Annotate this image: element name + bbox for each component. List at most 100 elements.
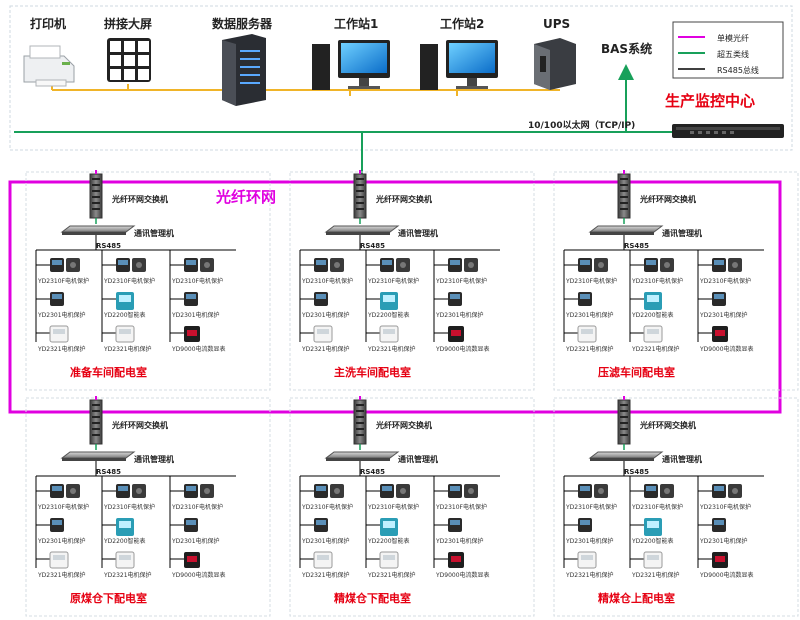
- substation-frame: [25, 397, 271, 617]
- protector-display: [581, 555, 593, 560]
- fiber-ring: [8, 180, 782, 414]
- relay-display: [580, 260, 590, 265]
- rs485-label: RS485: [96, 468, 121, 476]
- core-switch: [672, 124, 784, 138]
- room-title: 精煤仓上配电室: [598, 591, 675, 605]
- comm-manager-label: 通讯管理机: [662, 454, 702, 464]
- room-title: 准备车间配电室: [70, 365, 147, 379]
- device-label: YD2200智能表: [367, 537, 410, 545]
- relay-display: [646, 260, 656, 265]
- fiber-switch-label: 光纤环网交换机: [639, 194, 696, 204]
- device-label: YD2301电机保护: [435, 311, 484, 319]
- ups: UPS: [534, 17, 576, 90]
- protector-display: [53, 329, 65, 334]
- device-label: YD2301电机保护: [699, 311, 748, 319]
- ups-label: UPS: [543, 17, 570, 31]
- device-label: YD2321电机保护: [631, 345, 680, 353]
- relay-knob: [664, 262, 670, 268]
- fiber-switch-port: [356, 428, 364, 430]
- relay-knob: [598, 488, 604, 494]
- fiber-switch-port: [92, 184, 100, 186]
- comm-manager-icon: [60, 451, 136, 459]
- device-label: YD2310F电机保护: [103, 503, 155, 511]
- fiber-switch-port: [620, 202, 628, 204]
- protector-display: [647, 329, 659, 334]
- device-label: YD2310F电机保护: [565, 503, 617, 511]
- center-title: 生产监控中心: [665, 92, 755, 110]
- fiber-switch-port: [356, 416, 364, 418]
- relay-display: [580, 486, 590, 491]
- device-label: YD2310F电机保护: [367, 277, 419, 285]
- room-title: 精煤仓下配电室: [334, 591, 411, 605]
- relay-knob: [400, 488, 406, 494]
- device-label: YD2310F电机保护: [435, 503, 487, 511]
- rs485-label: RS485: [360, 242, 385, 250]
- fiber-switch-label: 光纤环网交换机: [639, 420, 696, 430]
- relay-display: [316, 294, 326, 299]
- device-label: YD2310F电机保护: [699, 503, 751, 511]
- fiber-switch-port: [92, 196, 100, 198]
- device-label: YD2301电机保护: [435, 537, 484, 545]
- workstation-2-label: 工作站2: [440, 16, 484, 31]
- relay-display: [186, 294, 196, 299]
- relay-display: [316, 520, 326, 525]
- comm-manager-base: [62, 232, 126, 235]
- relay-knob: [70, 262, 76, 268]
- fiber-ring-label: 光纤环网: [215, 188, 276, 206]
- current-meter-digits: [715, 556, 725, 562]
- workstation-1-label: 工作站1: [334, 16, 378, 31]
- relay-knob: [468, 488, 474, 494]
- fiber-switch-port: [92, 178, 100, 180]
- comm-manager-base: [590, 458, 654, 461]
- legend: 单模光纤 超五类线 RS485总线: [672, 21, 784, 79]
- relay-display: [714, 260, 724, 265]
- rs485-label: RS485: [624, 468, 649, 476]
- fiber-switch-port: [92, 404, 100, 406]
- fiber-switch-port: [356, 208, 364, 210]
- device-label: YD2321电机保护: [367, 571, 416, 579]
- data-server-label: 数据服务器: [212, 16, 273, 31]
- smart-meter-screen: [119, 521, 131, 528]
- relay-display: [52, 486, 62, 491]
- printer-label: 打印机: [30, 16, 66, 31]
- comm-manager-label: 通讯管理机: [662, 228, 702, 238]
- fiber-switch-port: [356, 410, 364, 412]
- bas-label: BAS系统: [601, 41, 652, 56]
- device-label: YD2310F电机保护: [301, 503, 353, 511]
- data-server: 数据服务器: [212, 16, 273, 106]
- smart-meter-screen: [383, 295, 395, 302]
- legend-ethernet-label: 超五类线: [717, 49, 749, 59]
- protector-display: [383, 555, 395, 560]
- device-label: YD2310F电机保护: [37, 277, 89, 285]
- fiber-switch-port: [620, 190, 628, 192]
- relay-knob: [732, 262, 738, 268]
- fiber-switch-port: [620, 416, 628, 418]
- comm-manager-base: [326, 458, 390, 461]
- device-label: YD9000电流数显表: [699, 345, 754, 353]
- relay-display: [450, 260, 460, 265]
- relay-knob: [468, 262, 474, 268]
- comm-manager-label: 通讯管理机: [398, 454, 438, 464]
- comm-manager-icon: [324, 225, 400, 233]
- comm-manager-base: [326, 232, 390, 235]
- fiber-switch-label: 光纤环网交换机: [111, 194, 168, 204]
- ethernet-backbone: [14, 64, 680, 178]
- fiber-switch-port: [620, 428, 628, 430]
- device-label: YD2301电机保护: [699, 537, 748, 545]
- device-label: YD2321电机保护: [301, 345, 350, 353]
- fiber-switch-port: [356, 190, 364, 192]
- protector-display: [581, 329, 593, 334]
- fiber-switch-label: 光纤环网交换机: [111, 420, 168, 430]
- relay-display: [580, 294, 590, 299]
- workstation-2: 工作站2: [420, 16, 498, 90]
- smart-meter-screen: [119, 295, 131, 302]
- relay-display: [118, 486, 128, 491]
- device-label: YD2321电机保护: [367, 345, 416, 353]
- smart-meter-screen: [647, 295, 659, 302]
- device-label: YD2200智能表: [103, 537, 146, 545]
- fiber-switch-port: [92, 416, 100, 418]
- current-meter-digits: [451, 330, 461, 336]
